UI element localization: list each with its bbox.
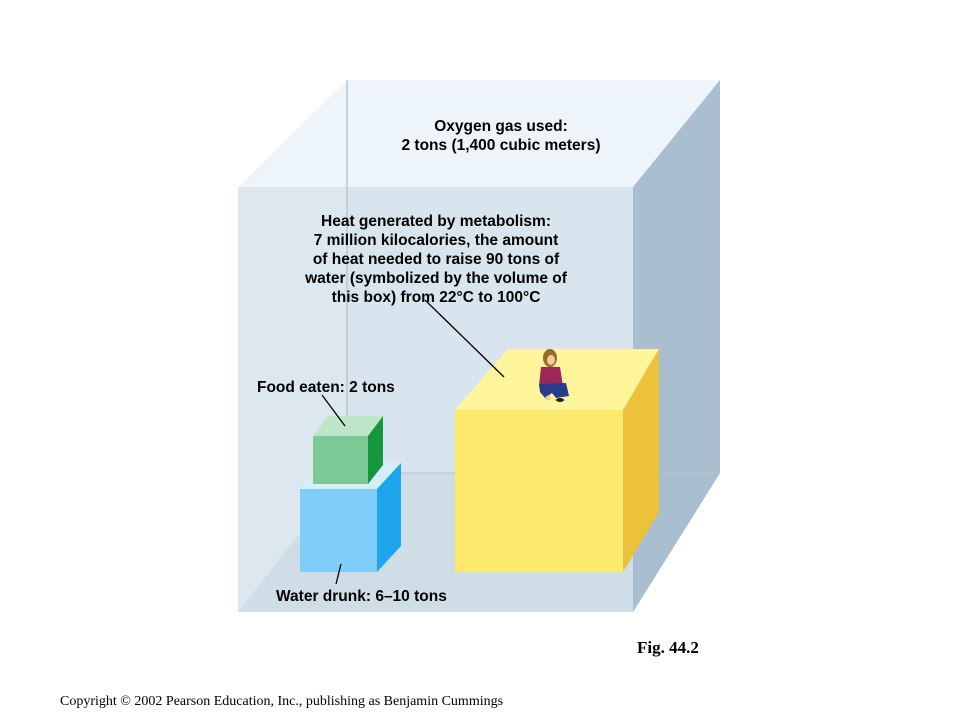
heat-cube-side	[623, 349, 659, 572]
food-leader-line	[321, 394, 346, 427]
oxygen-label-line-1: Oxygen gas used:	[434, 118, 568, 135]
figure-label: Fig. 44.2	[637, 638, 699, 657]
water-label: Water drunk: 6–10 tons	[276, 588, 447, 605]
person-shoe	[556, 398, 564, 402]
person-figure	[539, 349, 569, 402]
food-cube-top	[313, 416, 383, 436]
water-leader-line	[335, 563, 342, 585]
water-cube-front	[300, 489, 377, 572]
oxygen-label-line-2: 2 tons (1,400 cubic meters)	[401, 137, 601, 154]
heat-label-line-1: Heat generated by metabolism:	[321, 213, 551, 230]
food-cube	[313, 416, 383, 484]
oxygen-label: Oxygen gas used: 2 tons (1,400 cubic met…	[402, 117, 601, 155]
food-cube-front	[313, 436, 368, 484]
heat-label-line-3: of heat needed to raise 90 tons of	[312, 251, 560, 268]
big-box-top	[238, 80, 720, 187]
person-face	[547, 355, 555, 365]
water-cube-side	[377, 463, 401, 572]
heat-label-line-5: this box) from 22°C to 100°C	[331, 289, 541, 306]
person-legs	[539, 383, 569, 398]
heat-cube-front	[455, 410, 623, 572]
copyright-notice: Copyright © 2002 Pearson Education, Inc.…	[60, 694, 504, 709]
heat-label: Heat generated by metabolism: 7 million …	[305, 212, 567, 307]
heat-label-line-4: water (symbolized by the volume of	[305, 270, 567, 287]
person-hand	[545, 395, 551, 401]
heat-leader-line	[424, 299, 505, 378]
food-label: Food eaten: 2 tons	[257, 379, 395, 396]
person-torso	[539, 367, 563, 386]
food-cube-side	[368, 416, 383, 484]
heat-label-line-2: 7 million kilocalories, the amount	[313, 232, 559, 249]
